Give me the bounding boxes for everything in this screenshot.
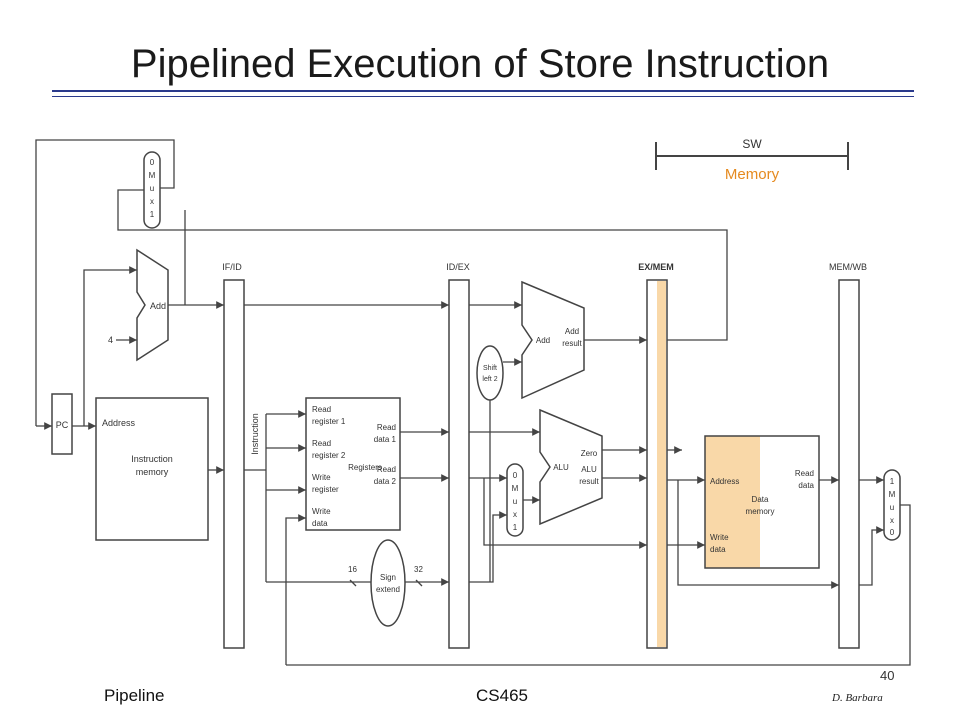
- mux-label-char: 0: [890, 528, 895, 537]
- imem-address-label: Address: [102, 418, 136, 428]
- alu-result-a: ALU: [581, 465, 597, 474]
- shift-left-line2: left 2: [482, 376, 497, 383]
- mux-label-char: 0: [150, 158, 155, 167]
- instruction-memory: [95, 397, 209, 541]
- title-underline: [52, 90, 914, 97]
- mux-label-char: u: [890, 503, 894, 512]
- mux-label-char: 1: [890, 477, 895, 486]
- regfile-read-data2-a: Read: [377, 465, 396, 474]
- regfile-read-reg1-a: Read: [312, 405, 331, 414]
- mux-label-char: u: [150, 184, 154, 193]
- mux-label-char: x: [150, 197, 154, 206]
- pc-label: PC: [56, 420, 69, 430]
- sign-extend-line1: Sign: [380, 573, 396, 582]
- data-memory-highlight: [705, 436, 760, 568]
- mux-label-char: x: [513, 510, 517, 519]
- mux-label-char: M: [889, 490, 896, 499]
- pipe-reg-label-memwb: MEM/WB: [829, 262, 867, 272]
- regfile-read-reg1-b: register 1: [312, 417, 346, 426]
- dmem-write-data-b: data: [710, 545, 726, 554]
- pipe-reg-idex: [448, 279, 470, 649]
- pc-register: [51, 393, 73, 455]
- register-file: [305, 397, 401, 531]
- regfile-read-data1-b: data 1: [374, 435, 397, 444]
- regfile-write-data-b: data: [312, 519, 328, 528]
- shift-left-line1: Shift: [483, 365, 497, 372]
- pipe-reg-label-idex: ID/EX: [446, 262, 470, 272]
- regfile-read-reg2-b: register 2: [312, 451, 346, 460]
- sign-extend-in-bits: 16: [348, 565, 357, 574]
- regfile-read-reg2-a: Read: [312, 439, 331, 448]
- pipe-reg-label-ifid: IF/ID: [222, 262, 242, 272]
- author-credit: D. Barbara: [832, 692, 883, 704]
- regfile-name: Registers: [348, 463, 382, 472]
- pipe-reg-ifid: [223, 279, 245, 649]
- slide-number: 40: [880, 668, 895, 683]
- regfile-read-data1-a: Read: [377, 423, 396, 432]
- alu-label: ALU: [553, 463, 569, 472]
- dmem-read-data-a: Read: [795, 469, 814, 478]
- mux-label-char: 1: [513, 523, 518, 532]
- alu-result-b: result: [579, 477, 599, 486]
- stage-instruction-label: SW: [742, 137, 762, 151]
- alu: [539, 408, 603, 526]
- mux-label-char: x: [890, 516, 894, 525]
- stage-name-label: Memory: [725, 166, 780, 183]
- dmem-address-label: Address: [710, 477, 739, 486]
- mux-label-char: u: [513, 497, 517, 506]
- regfile-write-reg-a: Write: [312, 473, 331, 482]
- data-memory: [704, 435, 820, 569]
- shift-left-unit: [476, 345, 504, 401]
- sign-extend-unit: [370, 539, 406, 627]
- dmem-name-line2: memory: [746, 507, 775, 516]
- branch-adder-result-b: result: [562, 339, 582, 348]
- regfile-read-data2-b: data 2: [374, 477, 397, 486]
- instruction-bus-label: Instruction: [250, 413, 260, 455]
- mux-label-char: 0: [513, 471, 518, 480]
- footer-center: CS465: [476, 686, 528, 705]
- branch-adder: [521, 280, 585, 400]
- sign-extend-out-bits: 32: [414, 565, 423, 574]
- stage-bracket: [655, 142, 849, 170]
- branch-adder-result-a: Add: [565, 327, 579, 336]
- mux-label-char: M: [512, 484, 519, 493]
- datapath-wires: [35, 139, 911, 666]
- slide-title: Pipelined Execution of Store Instruction: [130, 42, 830, 86]
- mux-label-char: M: [149, 171, 156, 180]
- pc-adder-label: Add: [150, 301, 166, 311]
- dmem-write-data-a: Write: [710, 533, 729, 542]
- branch-adder-label: Add: [536, 336, 550, 345]
- pipe-reg-memwb: [838, 279, 860, 649]
- alu-zero-label: Zero: [581, 449, 598, 458]
- mux-label-char: 1: [150, 210, 155, 219]
- pipe-reg-exmem-highlight: [657, 281, 666, 647]
- regfile-write-reg-b: register: [312, 485, 339, 494]
- regfile-write-data-a: Write: [312, 507, 331, 516]
- dmem-name-line1: Data: [752, 495, 769, 504]
- footer-left: Pipeline: [104, 686, 165, 705]
- pc-adder: [136, 248, 169, 362]
- constant-four: 4: [108, 335, 113, 345]
- imem-label-line2: memory: [136, 467, 169, 477]
- imem-label-line1: Instruction: [131, 454, 173, 464]
- sign-extend-line2: extend: [376, 585, 400, 594]
- dmem-read-data-b: data: [798, 481, 814, 490]
- pipe-reg-label-exmem: EX/MEM: [638, 262, 674, 272]
